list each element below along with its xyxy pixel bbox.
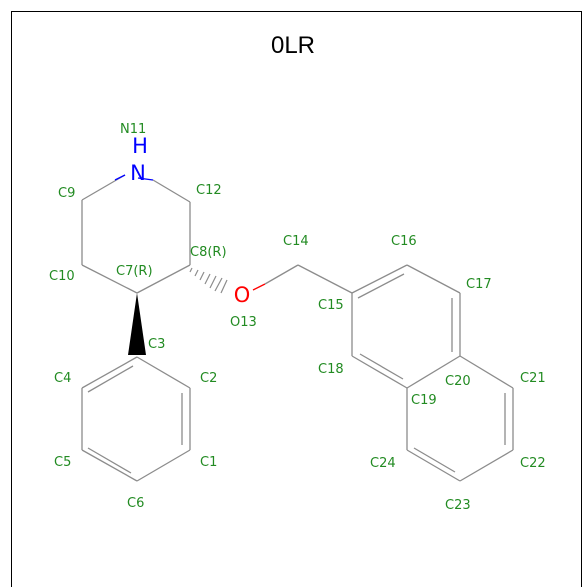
label-c20: C20 [445, 374, 471, 389]
c14-c15-bond [297, 264, 353, 294]
label-c10: C10 [49, 269, 75, 284]
label-c1: C1 [200, 455, 217, 470]
naphthalene-bonds [351, 264, 514, 482]
phenyl-ring-bonds [81, 356, 191, 482]
label-c18: C18 [318, 362, 344, 377]
label-c15: C15 [318, 298, 344, 313]
label-c22: C22 [520, 456, 546, 471]
label-c24: C24 [370, 456, 396, 471]
label-c14: C14 [283, 234, 309, 249]
molecule-title: 0LR [271, 32, 315, 59]
n-c12-bond [137, 177, 154, 181]
label-o13: O13 [230, 315, 257, 330]
hydrogen-atom: H [132, 134, 148, 158]
label-n11: N11 [120, 122, 146, 137]
hashed-bond-c8-o13 [189, 267, 228, 294]
atom-labels: N11 C9 C12 C8(R) C14 C16 C10 C7(R) C15 C… [49, 122, 546, 513]
label-c7: C7(R) [116, 264, 153, 279]
label-c5: C5 [54, 455, 71, 470]
label-c6: C6 [127, 496, 144, 511]
o-c14-bond [264, 264, 299, 285]
o-c14-bond-red [252, 283, 266, 291]
label-c17: C17 [466, 277, 492, 292]
label-c19: C19 [411, 393, 437, 408]
label-c9: C9 [58, 186, 75, 201]
label-c21: C21 [520, 371, 546, 386]
label-c8: C8(R) [190, 245, 227, 260]
label-c23: C23 [445, 498, 471, 513]
label-c4: C4 [54, 371, 71, 386]
label-c12: C12 [196, 183, 222, 198]
label-c16: C16 [391, 234, 417, 249]
wedge-bond-c7-c3 [128, 293, 146, 355]
oxygen-atom: O [234, 283, 251, 307]
label-c3: C3 [148, 337, 165, 352]
diagram-frame [11, 11, 582, 587]
n-c9-bond [114, 174, 126, 181]
c7-c8-bond [136, 264, 191, 294]
nitrogen-atom: N [130, 161, 146, 185]
label-c2: C2 [200, 371, 217, 386]
